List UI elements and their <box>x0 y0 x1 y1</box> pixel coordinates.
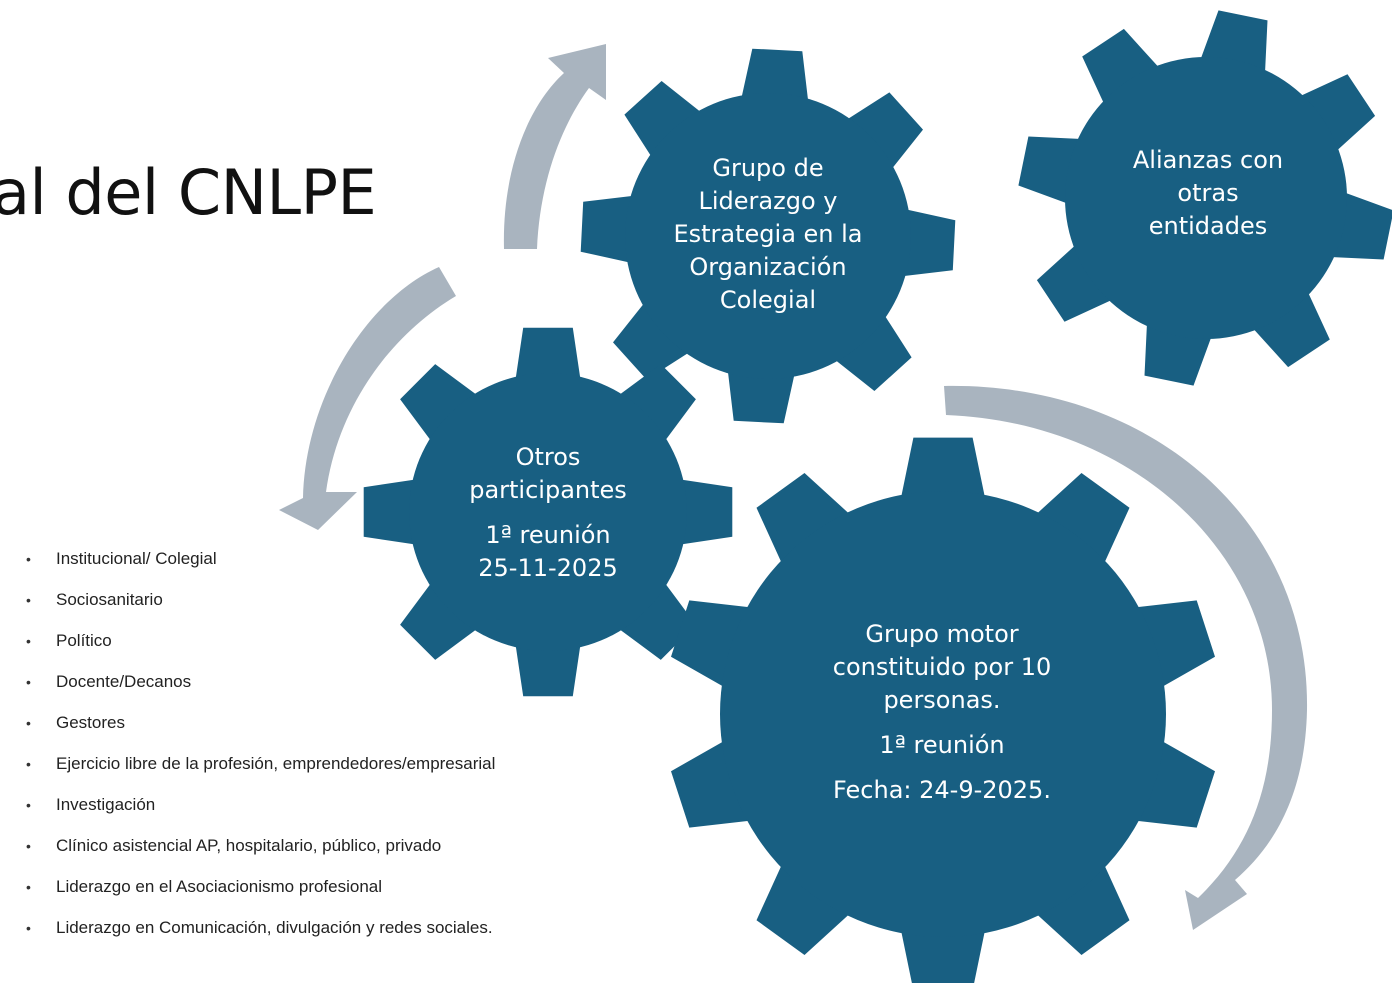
list-item-label: Docente/Decanos <box>56 672 192 691</box>
list-item-label: Gestores <box>56 713 125 732</box>
bullet-icon: • <box>26 592 31 608</box>
list-item: • Gestores <box>26 710 495 751</box>
spacer <box>792 717 1092 729</box>
page-title: al del CNLPE <box>0 156 377 229</box>
gear-motor-body <box>720 491 1166 937</box>
list-item: • Ejercicio libre de la profesión, empren… <box>26 751 495 792</box>
list-item-label: Ejercicio libre de la profesión, emprend… <box>56 754 496 773</box>
bullet-icon: • <box>26 756 31 772</box>
bullet-icon: • <box>26 715 31 731</box>
gear-alliances-line: Alianzas con <box>1132 146 1284 174</box>
gear-motor-date: Fecha: 24-9-2025. <box>833 776 1051 804</box>
gear-leadership-line: Grupo de <box>712 154 824 182</box>
gear-alliances-label: Alianzas con otras entidades <box>1088 144 1328 243</box>
gear-others-meeting: 1ª reunión <box>485 521 611 549</box>
list-item-label: Investigación <box>56 795 156 814</box>
list-item-label: Institucional/ Colegial <box>56 549 217 568</box>
gear-leadership-body <box>625 93 911 379</box>
bullet-icon: • <box>26 551 31 567</box>
list-item-label: Político <box>56 631 112 650</box>
gear-others-line: Otros <box>515 443 581 471</box>
bullet-icon: • <box>26 674 31 690</box>
arrow-top <box>503 44 606 249</box>
gear-alliances-body <box>1065 57 1347 339</box>
gear-leadership-label: Grupo de Liderazgo y Estrategia en la Or… <box>628 152 908 317</box>
list-item: • Político <box>26 628 495 669</box>
list-item-label: Liderazgo en el Asociacionismo profesion… <box>56 877 383 896</box>
gear-leadership-line: Colegial <box>719 286 817 314</box>
list-item: • Docente/Decanos <box>26 669 495 710</box>
list-item: • Liderazgo en Comunicación, divulgación … <box>26 915 495 956</box>
gear-leadership-line: Organización <box>689 253 847 281</box>
gear-others-date: 25-11-2025 <box>478 554 618 582</box>
list-item: • Sociosanitario <box>26 587 495 628</box>
gear-others-line: participantes <box>469 476 627 504</box>
arrow-left <box>279 267 456 530</box>
bullet-icon: • <box>26 879 31 895</box>
spacer <box>792 762 1092 774</box>
participants-list: • Institucional/ Colegial • Sociosanitario… <box>26 546 495 956</box>
gear-others-label: Otros participantes 1ª reunión 25-11-202… <box>428 441 668 585</box>
list-item: • Institucional/ Colegial <box>26 546 495 587</box>
list-item-label: Sociosanitario <box>56 590 163 609</box>
gear-motor-meeting: 1ª reunión <box>879 731 1005 759</box>
bullet-icon: • <box>26 838 31 854</box>
list-item: • Clínico asistencial AP, hospitalario, p… <box>26 833 495 874</box>
bullet-icon: • <box>26 633 31 649</box>
list-item-label: Liderazgo en Comunicación, divulgación y… <box>56 918 493 937</box>
arrow-right <box>944 385 1308 930</box>
bullet-icon: • <box>26 797 31 813</box>
gear-motor-line: constituido por 10 <box>832 653 1052 681</box>
gear-leadership-line: Estrategia en la <box>673 220 863 248</box>
gear-leadership-line: Liderazgo y <box>698 187 838 215</box>
gear-alliances-line: entidades <box>1148 212 1268 240</box>
gear-alliances-line: otras <box>1177 179 1239 207</box>
gear-motor-line: personas. <box>883 686 1001 714</box>
spacer <box>428 507 668 519</box>
gear-motor-label: Grupo motor constituido por 10 personas.… <box>792 618 1092 807</box>
gear-others-body <box>409 373 687 651</box>
list-item: • Investigación <box>26 792 495 833</box>
list-item-label: Clínico asistencial AP, hospitalario, pú… <box>56 836 442 855</box>
bullet-icon: • <box>26 920 31 936</box>
list-item: • Liderazgo en el Asociacionismo profesio… <box>26 874 495 915</box>
gear-motor-line: Grupo motor <box>865 620 1019 648</box>
